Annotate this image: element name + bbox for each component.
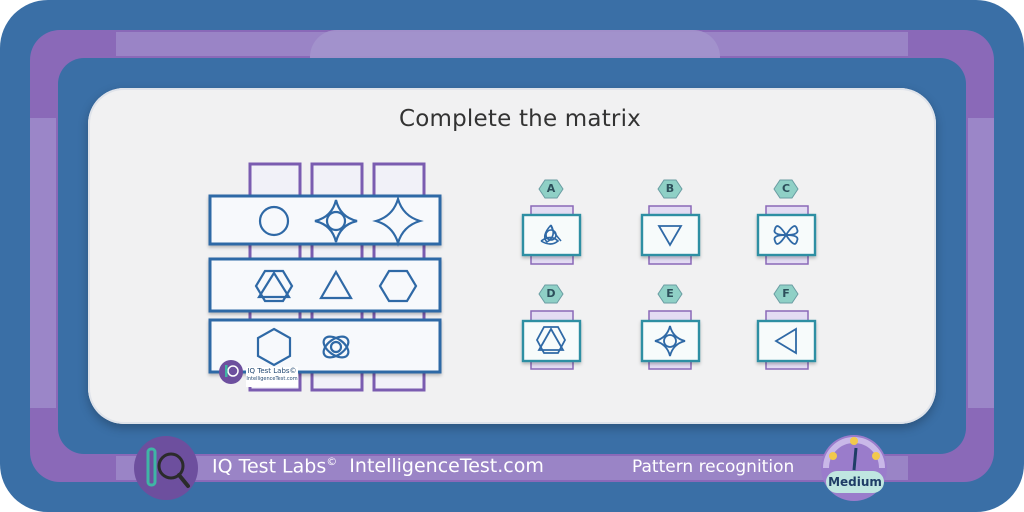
footer-brand: IQ Test Labs© IntelligenceTest.com [212,455,544,477]
option-a[interactable] [521,179,582,265]
option-c-label: C [781,182,791,195]
matrix-row-3-shapes [256,327,350,367]
option-a-label: A [546,182,556,195]
category-label: Pattern recognition [632,457,795,477]
triangle-in-hexagon-shape [254,269,294,303]
option-b-label: B [665,182,675,195]
hexagon-shape [378,269,418,303]
brand-copyright: © [326,455,338,468]
option-d-label: D [546,287,556,300]
decor-side-left [30,118,56,408]
option-e[interactable] [640,284,701,370]
triangle-shape [319,269,353,300]
matrix-row-1-shapes [258,195,424,247]
hexagon-shape [256,327,292,367]
four-petal-icon [773,225,799,245]
watermark-site: IntelligenceTest.com [246,376,298,382]
watermark-copyright: © [289,367,297,375]
option-b[interactable] [640,179,701,265]
matrix-row-3 [208,318,442,374]
brand-website[interactable]: IntelligenceTest.com [349,455,544,478]
option-f-label: F [782,287,790,300]
page-title: Complete the matrix [399,106,641,132]
flower-in-ellipse-shape [322,335,350,359]
matrix-row-2 [208,257,442,313]
answer-options [521,179,817,370]
iq-logo-icon [134,436,198,500]
triangle-down-icon [657,225,683,247]
circle-in-diamond-shape [314,199,358,243]
option-f[interactable] [756,284,817,370]
triangle-left-icon [774,327,797,355]
matrix-row-1 [208,194,442,246]
watermark-label: IQ Test Labs© IntelligenceTest.com [246,367,298,387]
triquetra-icon [540,224,562,245]
watermark-name: IQ Test Labs [247,367,290,375]
option-c[interactable] [756,179,817,265]
watermark-logo-icon [219,360,243,384]
option-e-label: E [666,287,674,300]
decor-side-right [968,118,994,408]
difficulty-label: Medium [826,471,884,493]
triangle-in-hexagon-icon [535,326,567,354]
circle-shape [258,205,290,237]
circle-in-diamond-icon [654,325,686,357]
concave-diamond-shape [372,195,424,247]
option-d[interactable] [521,284,582,370]
brand-name: IQ Test Labs [212,455,327,478]
matrix-row-2-shapes [254,269,418,303]
decor-strip-bottom [116,456,908,480]
